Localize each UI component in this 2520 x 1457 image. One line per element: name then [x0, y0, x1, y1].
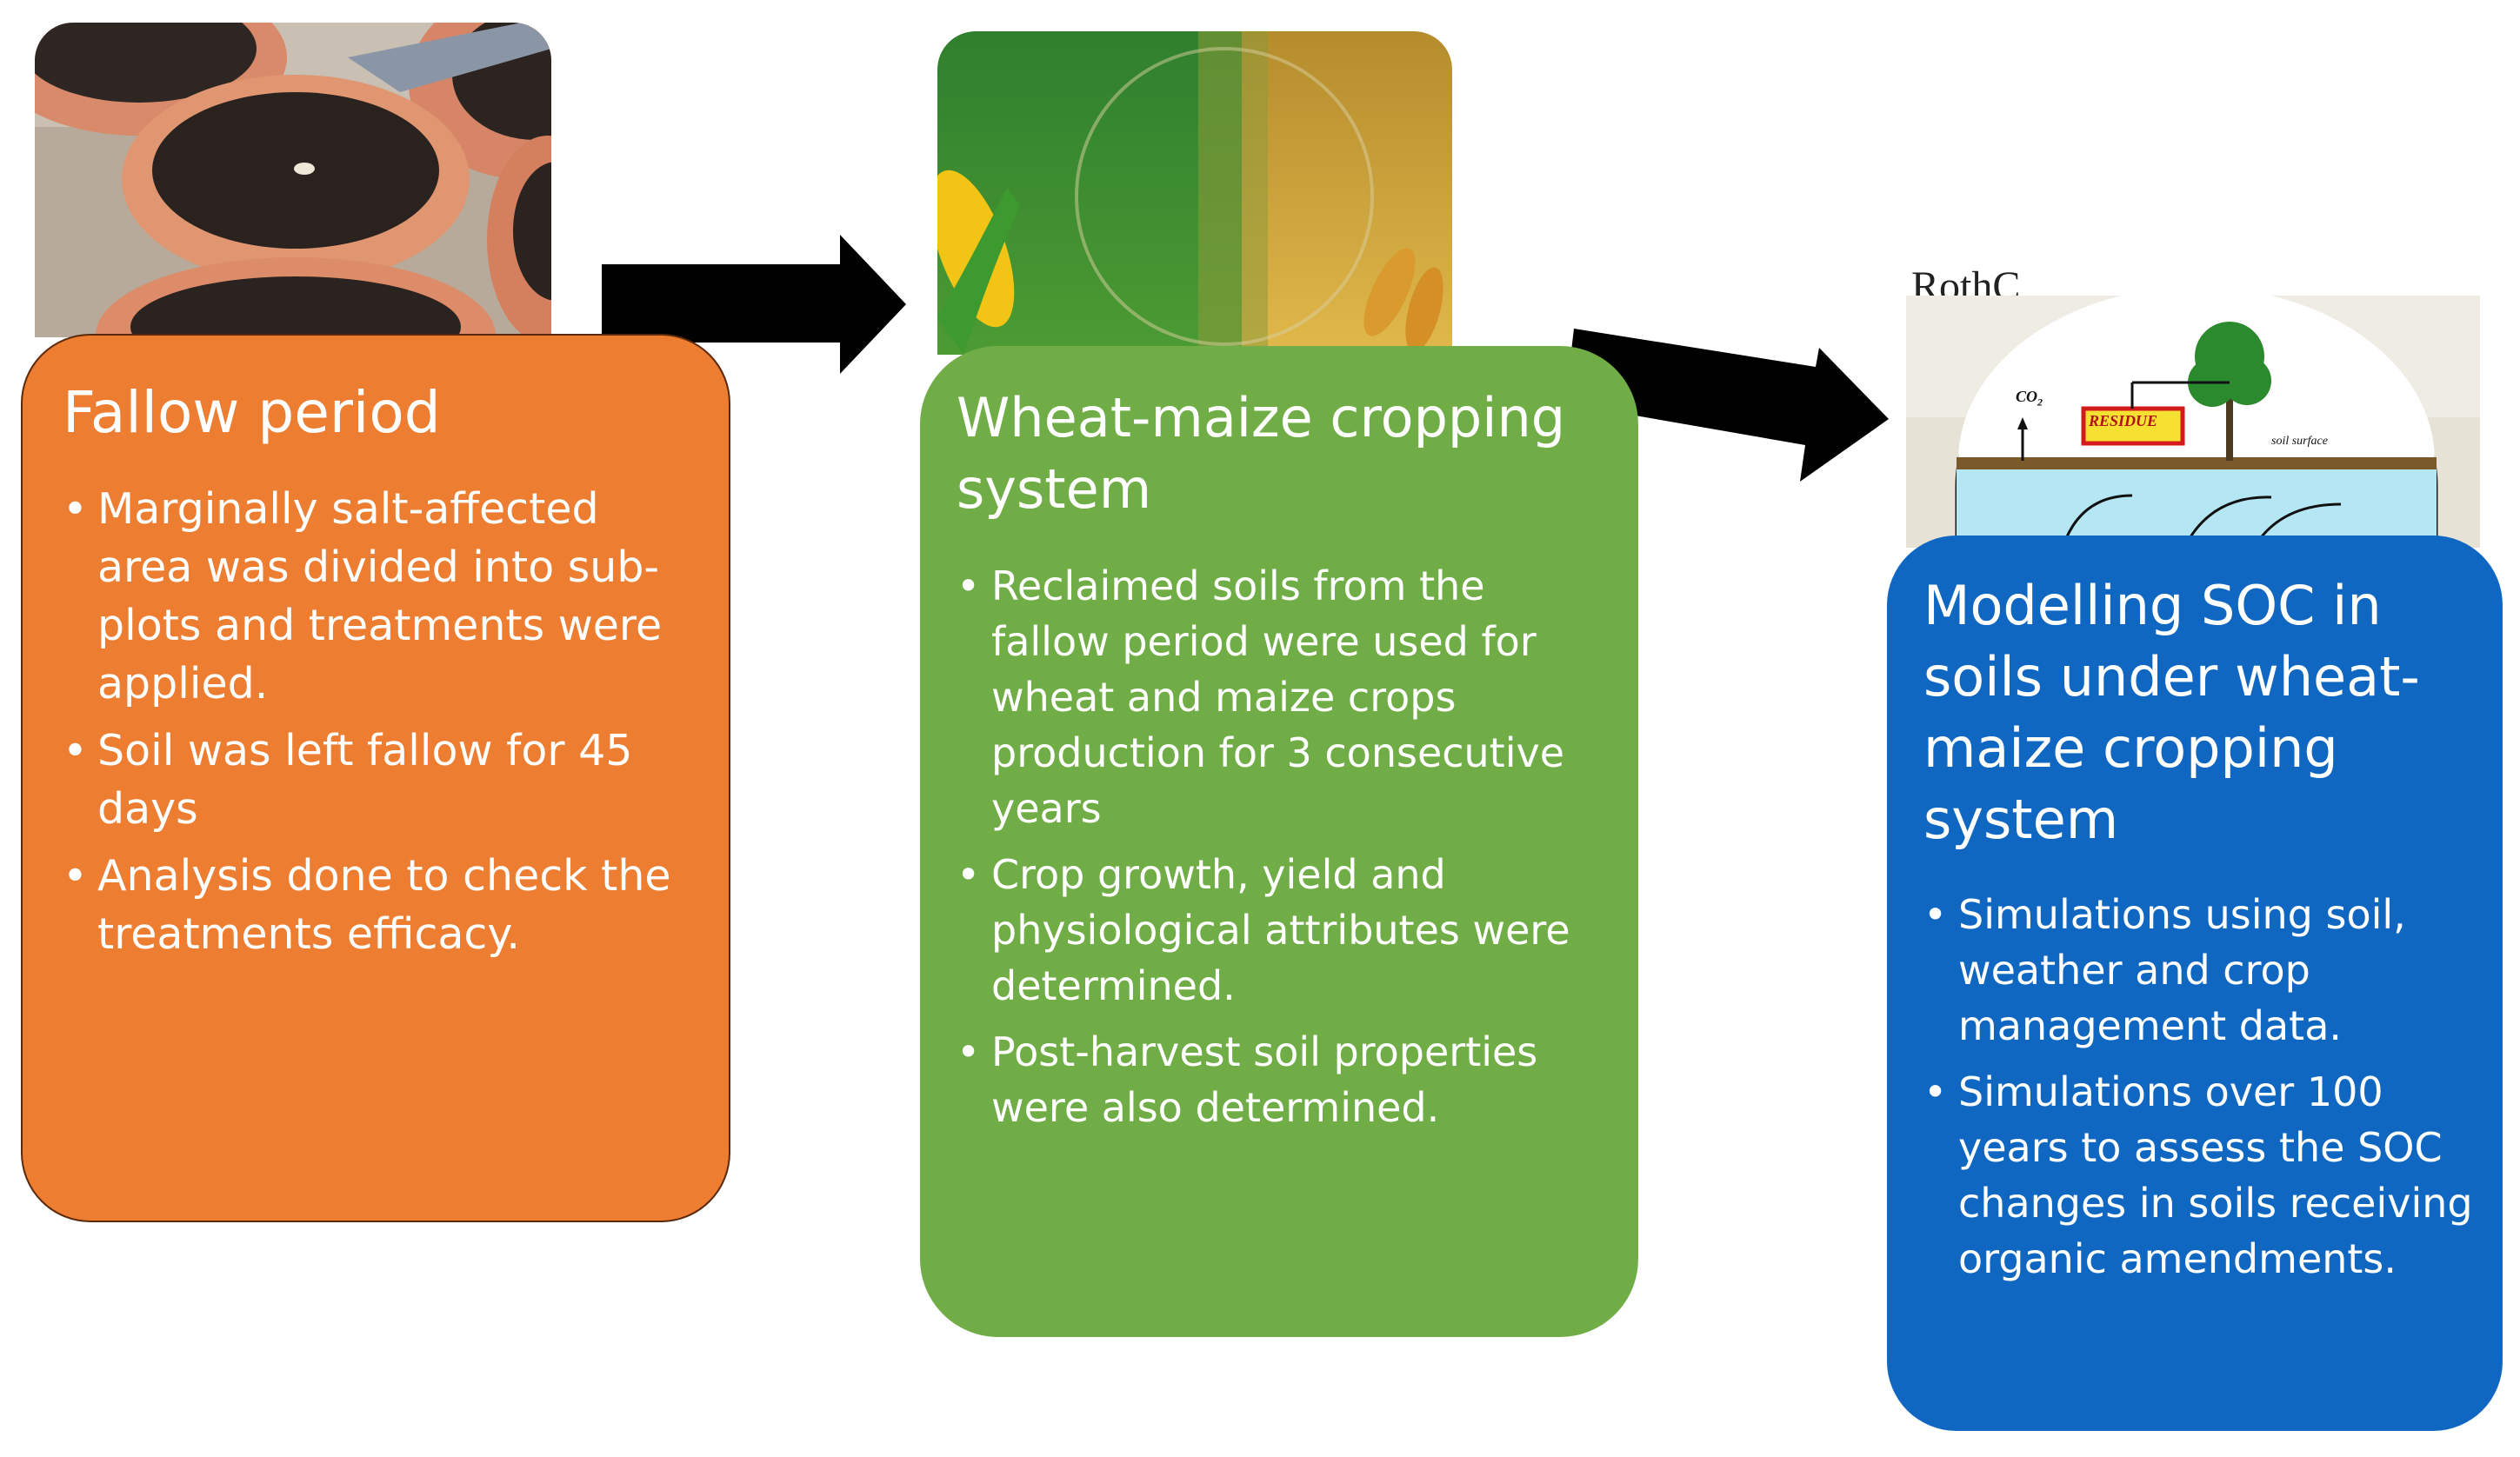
- soil-pots-photo: [35, 23, 551, 337]
- rothc-residue-label: RESIDUE: [2089, 412, 2158, 429]
- wheat-maize-field-photo: [937, 31, 1452, 355]
- bullet-item: Analysis done to check the treatments ef…: [63, 847, 690, 963]
- bullet-item: Crop growth, yield and physiological att…: [957, 847, 1607, 1014]
- rothc-co2-text: CO: [2016, 388, 2038, 405]
- bullet-item: Simulations using soil, weather and crop…: [1923, 887, 2477, 1054]
- soc-modelling-title: Modelling SOC in soils under wheat-maize…: [1923, 574, 2420, 851]
- bullet-item: Marginally salt-affected area was divide…: [63, 480, 690, 713]
- wheat-maize-card: Wheat-maize cropping system Reclaimed so…: [920, 346, 1638, 1337]
- bullet-item: Post-harvest soil properties were also d…: [957, 1024, 1607, 1135]
- soc-modelling-card: Modelling SOC in soils under wheat-maize…: [1887, 536, 2503, 1431]
- soc-modelling-bullets: Simulations using soil, weather and crop…: [1923, 887, 2477, 1287]
- fallow-period-title: Fallow period: [63, 379, 441, 446]
- rothc-soil-surface-label: soil surface: [2271, 435, 2328, 448]
- rothc-co2-subscript: 2: [2037, 396, 2043, 409]
- fallow-period-bullets: Marginally salt-affected area was divide…: [63, 480, 690, 963]
- arrow-right-icon: [1565, 329, 1889, 482]
- rothc-diagram: [1906, 296, 2480, 548]
- bullet-item: Reclaimed soils from the fallow period w…: [957, 558, 1607, 836]
- wheat-maize-title: Wheat-maize cropping system: [957, 386, 1566, 521]
- fallow-period-card: Fallow period Marginally salt-affected a…: [21, 334, 730, 1222]
- bullet-item: Soil was left fallow for 45 days: [63, 722, 690, 838]
- bullet-item: Simulations over 100 years to assess the…: [1923, 1064, 2477, 1287]
- wheat-maize-bullets: Reclaimed soils from the fallow period w…: [957, 558, 1607, 1135]
- rothc-co2-label: CO2: [2016, 388, 2043, 409]
